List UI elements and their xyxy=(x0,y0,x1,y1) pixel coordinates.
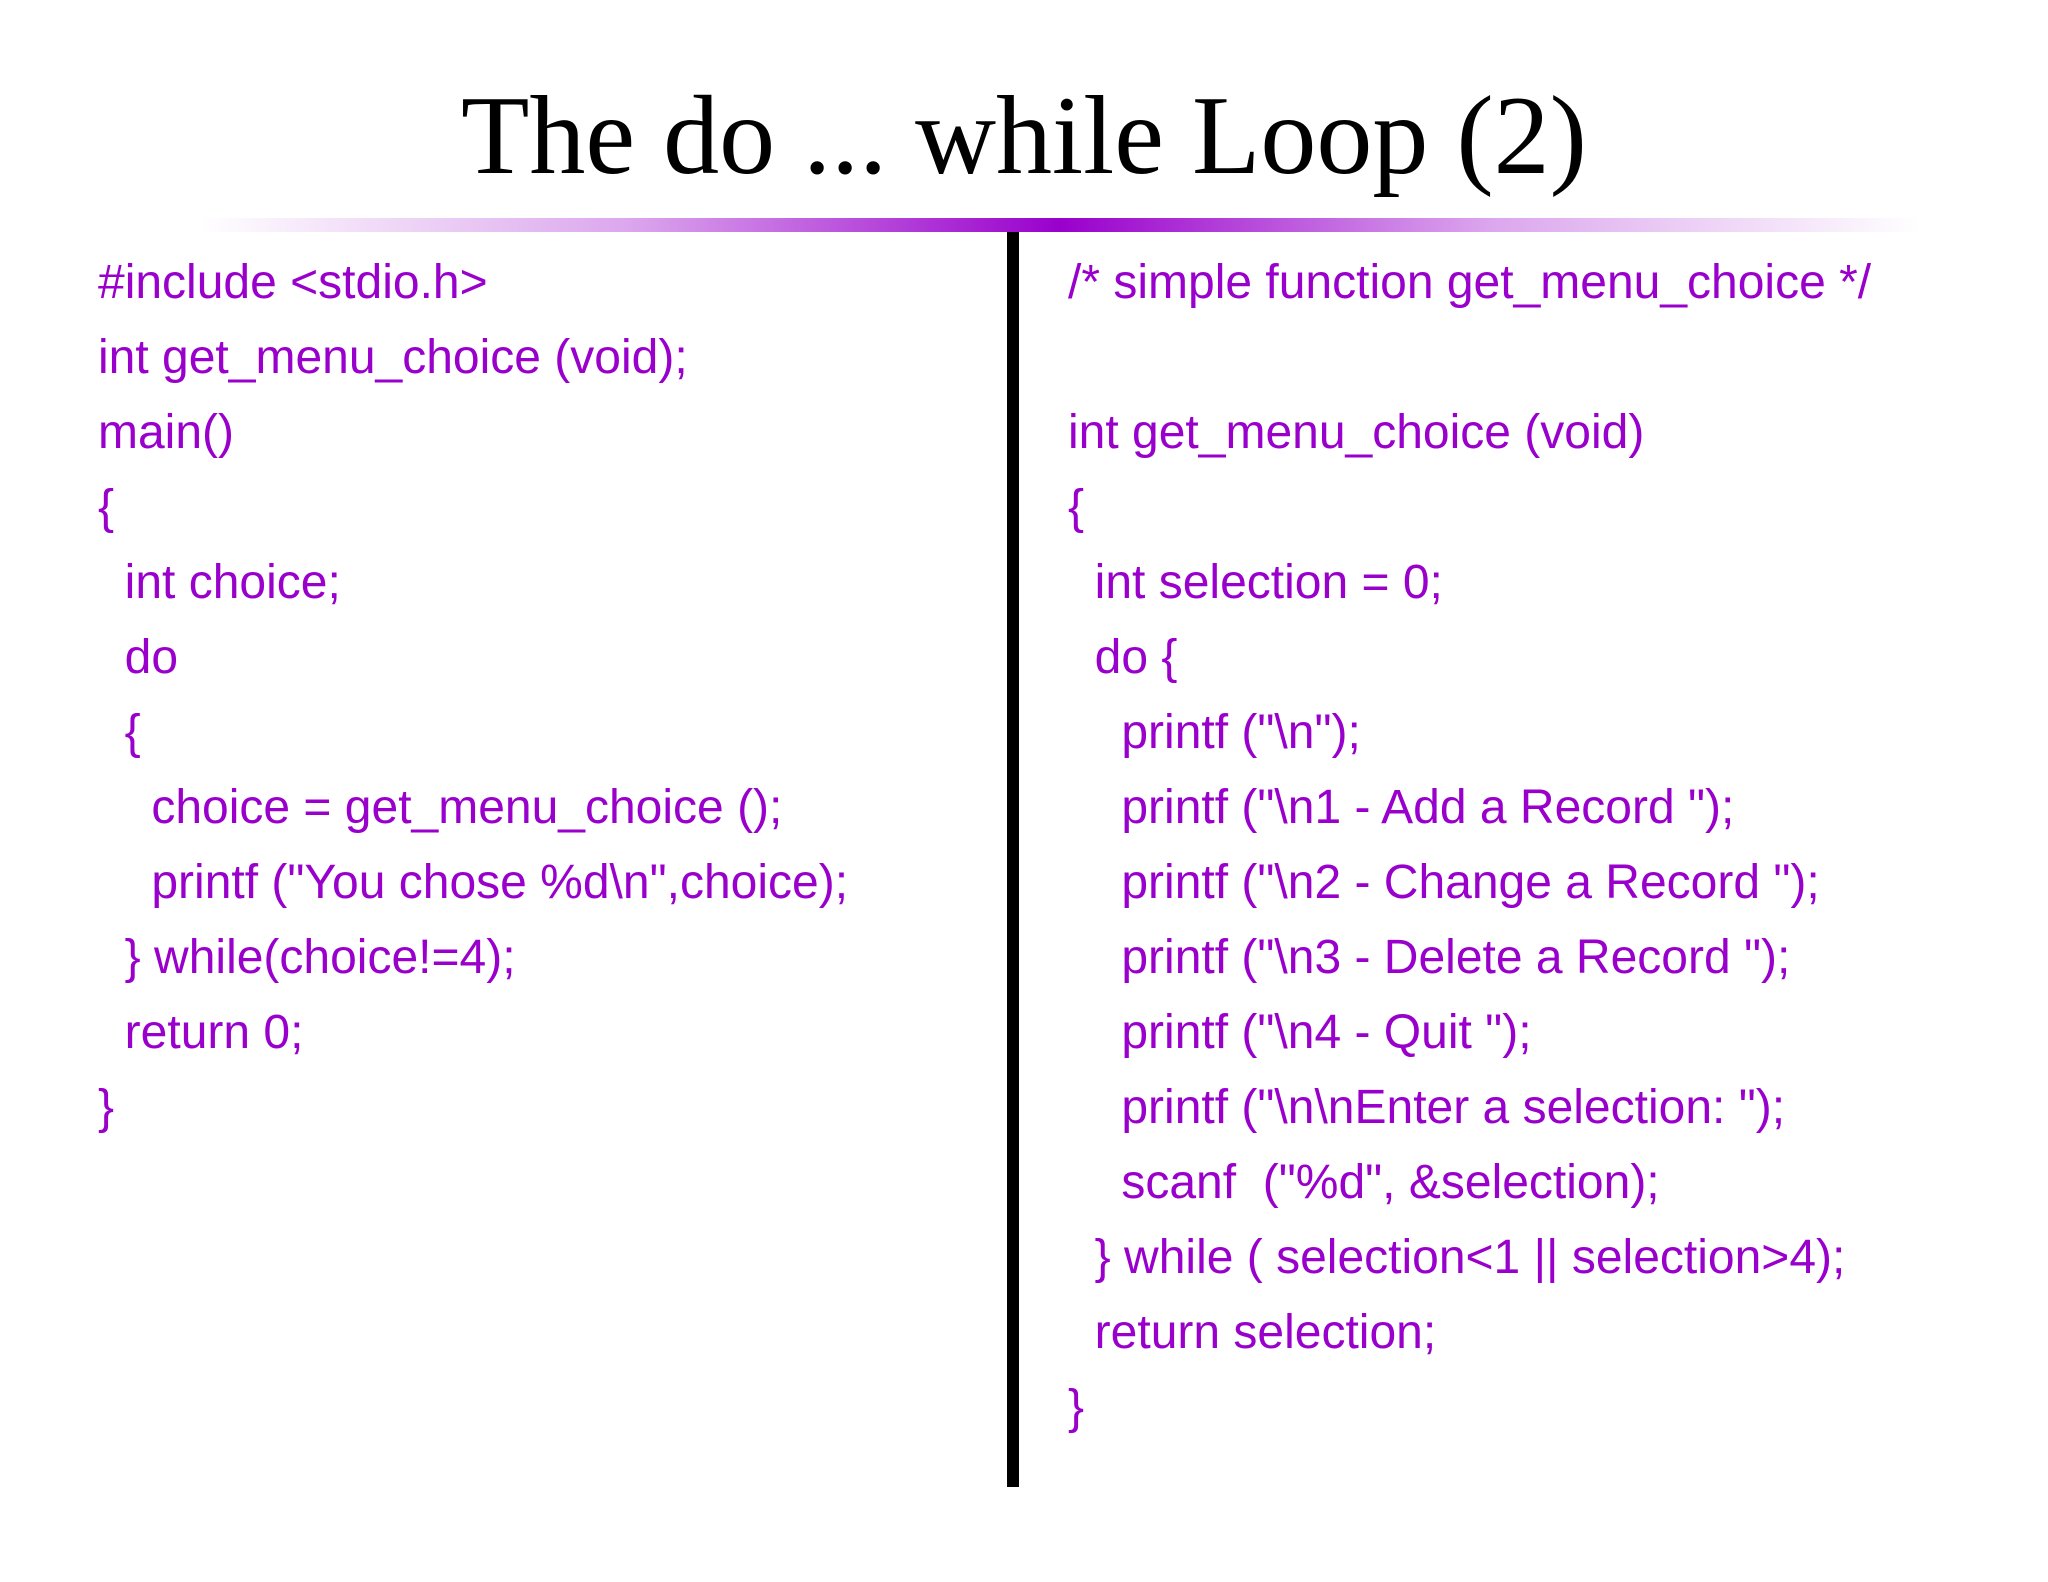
code-line: choice = get_menu_choice (); xyxy=(98,781,783,834)
title-underline-rule xyxy=(200,218,1920,232)
code-line: printf ("\n1 - Add a Record "); xyxy=(1068,781,1735,834)
code-line: { xyxy=(98,706,141,759)
code-line: printf ("\n4 - Quit "); xyxy=(1068,1006,1532,1059)
main-code-block: #include <stdio.h> int get_menu_choice (… xyxy=(98,245,988,1145)
slide-title: The do ... while Loop (2) xyxy=(461,74,1587,198)
code-line: int selection = 0; xyxy=(1068,556,1443,609)
code-line: do xyxy=(98,631,179,684)
code-line: } xyxy=(1068,1381,1085,1434)
code-line: #include <stdio.h> xyxy=(98,256,488,309)
code-line: int get_menu_choice (void); xyxy=(98,331,688,384)
code-line: return 0; xyxy=(98,1006,304,1059)
code-line xyxy=(1068,320,2018,395)
code-line: return selection; xyxy=(1068,1306,1437,1359)
code-line: } xyxy=(98,1081,115,1134)
code-line: int choice; xyxy=(98,556,341,609)
function-code-block: /* simple function get_menu_choice */ in… xyxy=(1068,245,2018,1445)
code-line: } while(choice!=4); xyxy=(98,931,516,984)
code-line: do { xyxy=(1068,631,1178,684)
code-line: printf ("You chose %d\n",choice); xyxy=(98,856,849,909)
code-line: printf ("\n2 - Change a Record "); xyxy=(1068,856,1820,909)
code-line: scanf ("%d", &selection); xyxy=(1068,1156,1660,1209)
code-line: int get_menu_choice (void) xyxy=(1068,406,1645,459)
column-divider xyxy=(1007,232,1019,1487)
code-line: printf ("\n\nEnter a selection: "); xyxy=(1068,1081,1786,1134)
code-line: { xyxy=(98,481,115,534)
code-line: } while ( selection<1 || selection>4); xyxy=(1068,1231,1846,1284)
code-line: /* simple function get_menu_choice */ xyxy=(1068,256,1872,309)
code-line: printf ("\n3 - Delete a Record "); xyxy=(1068,931,1791,984)
code-line: { xyxy=(1068,481,1085,534)
code-line: printf ("\n"); xyxy=(1068,706,1361,759)
code-line: main() xyxy=(98,406,235,459)
